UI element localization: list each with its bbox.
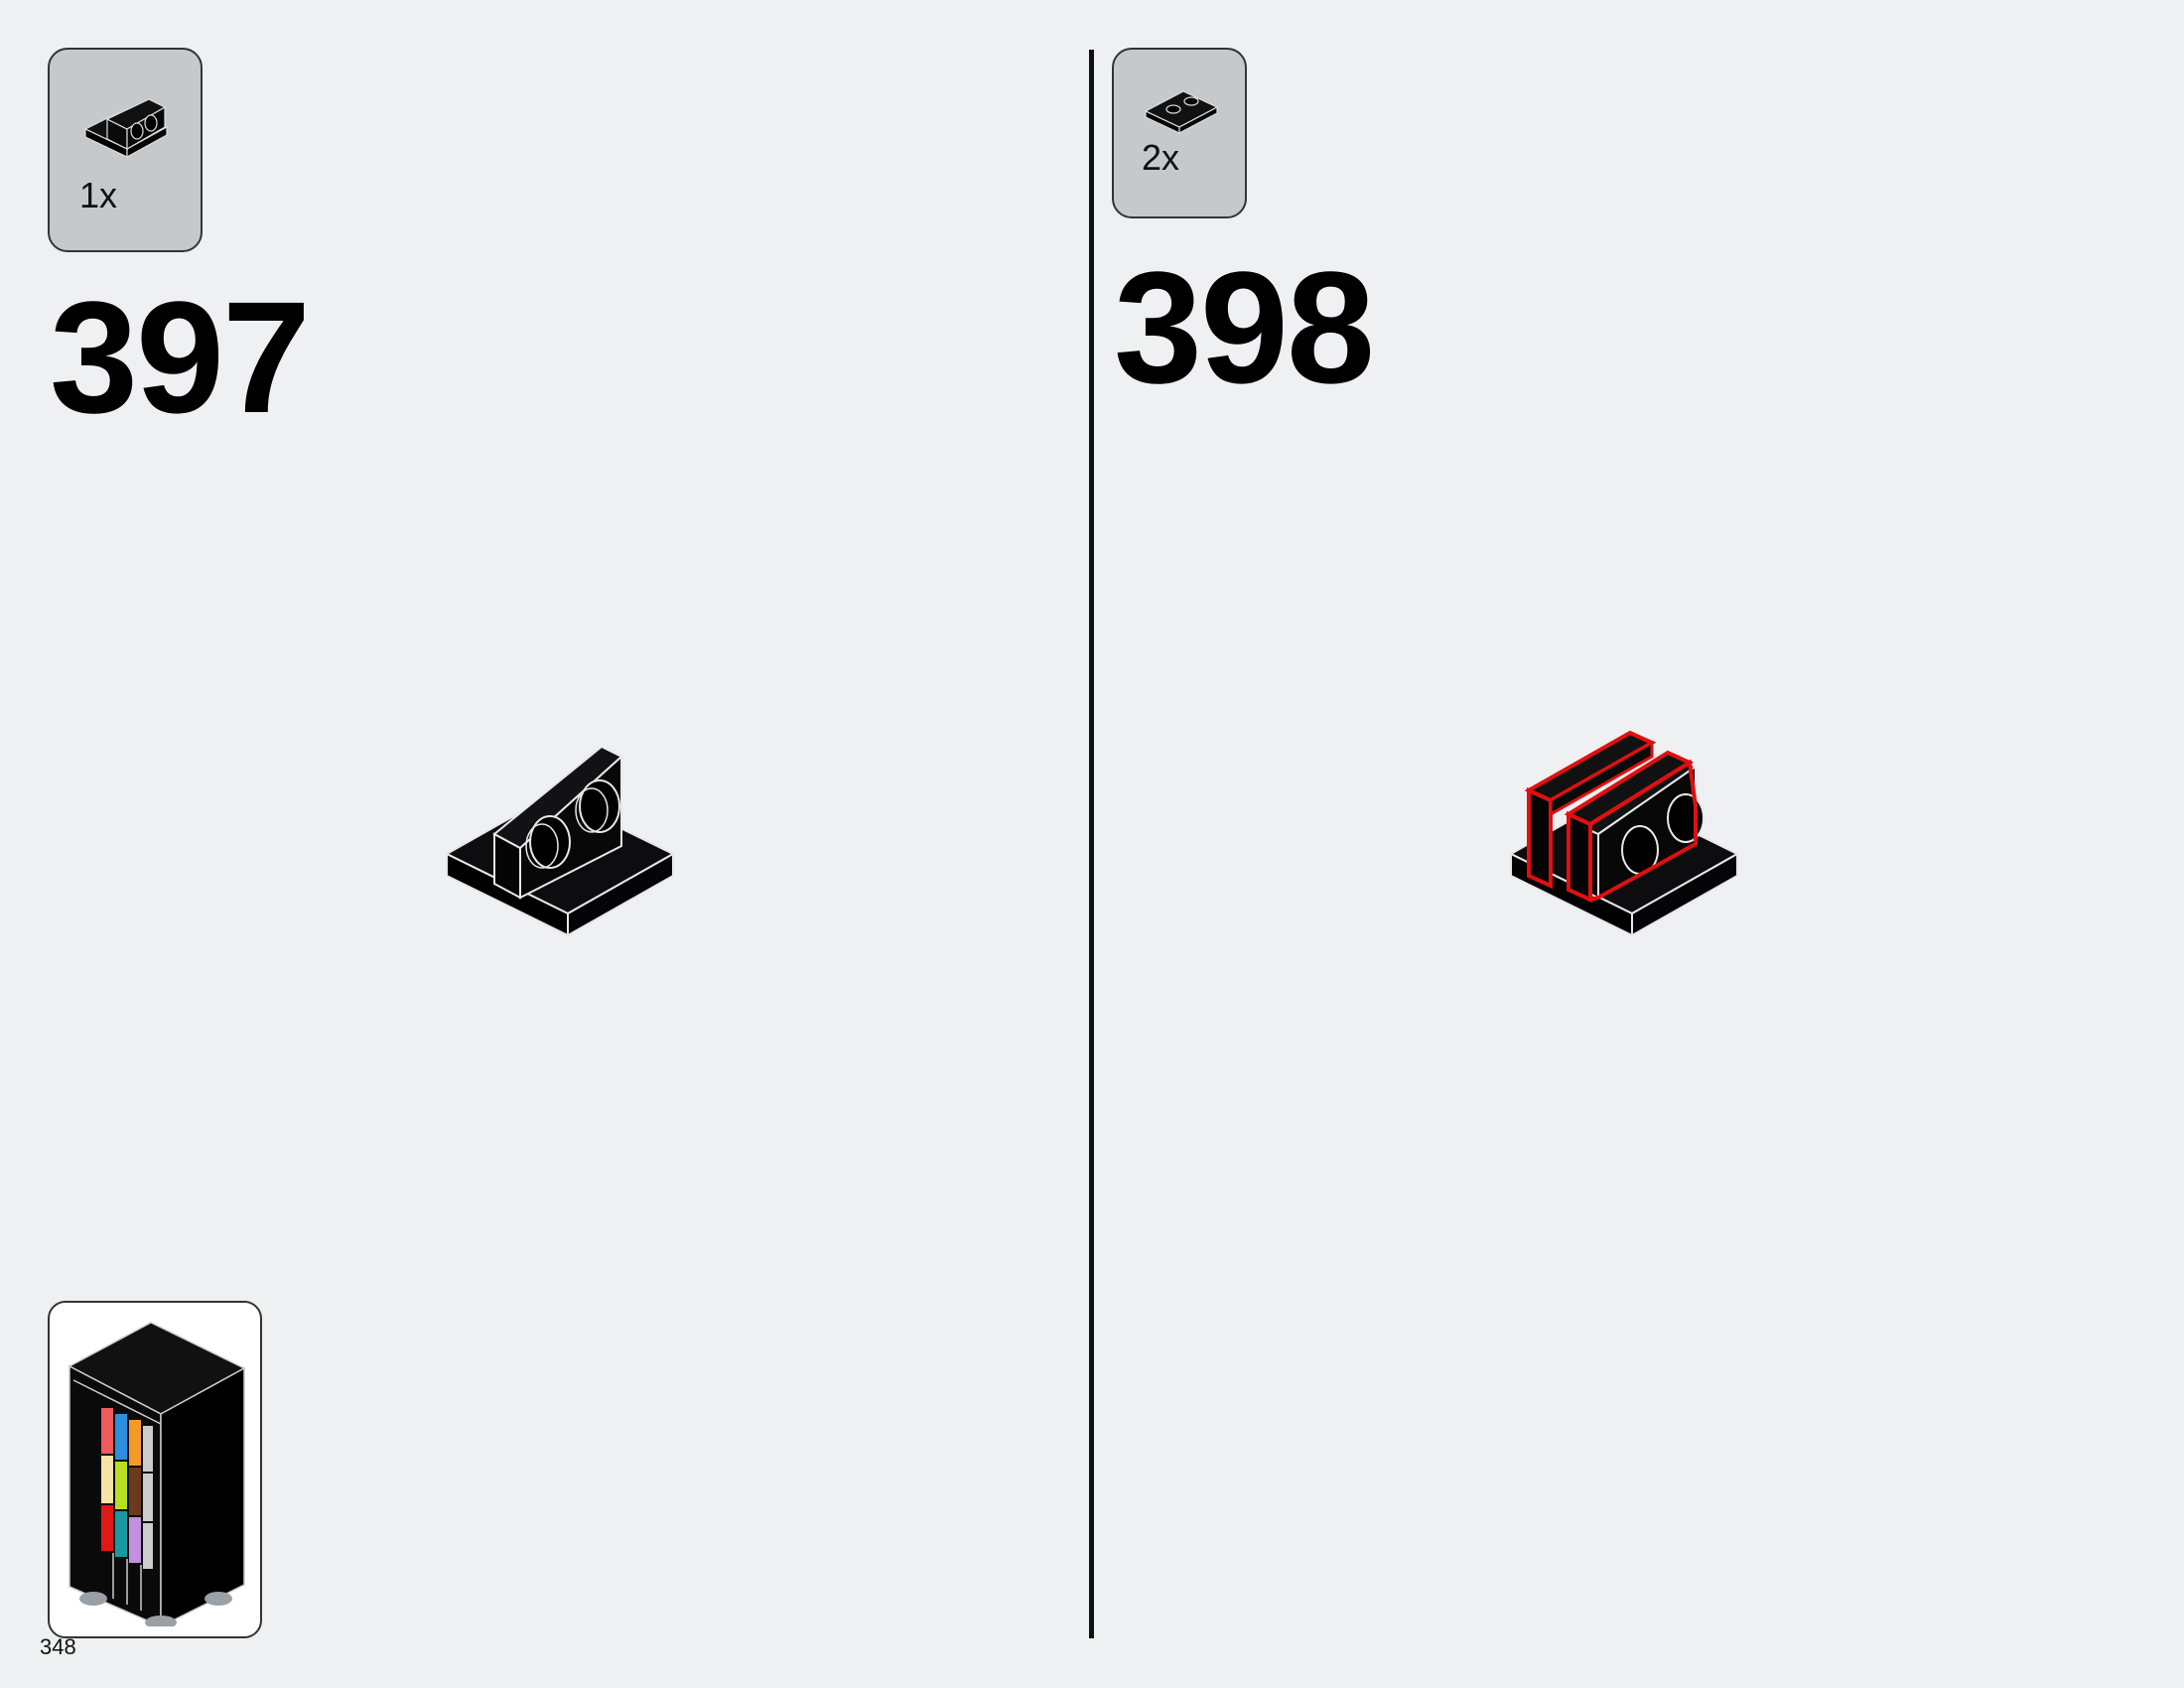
- step-panel-398: 2x 398: [1094, 0, 2184, 1688]
- step-number: 397: [50, 268, 311, 446]
- step-number: 398: [1114, 238, 1375, 416]
- page-number: 348: [40, 1634, 76, 1659]
- part-quantity: 1x: [79, 175, 118, 215]
- part-quantity: 2x: [1142, 137, 1180, 178]
- assembly-model-step-397: [444, 745, 676, 937]
- step-divider: [1089, 50, 1094, 1638]
- step-panel-397: 1x 397: [0, 0, 1090, 1688]
- model-preview-box: [48, 1301, 262, 1638]
- assembly-model-step-398: [1508, 730, 1740, 937]
- wardrobe-preview-image: [68, 1322, 246, 1626]
- bracket-1x2-icon: [83, 98, 169, 159]
- parts-callout-box: 1x: [48, 48, 203, 252]
- parts-callout-box: 2x: [1112, 48, 1247, 218]
- plate-1x2-icon: [1144, 90, 1219, 134]
